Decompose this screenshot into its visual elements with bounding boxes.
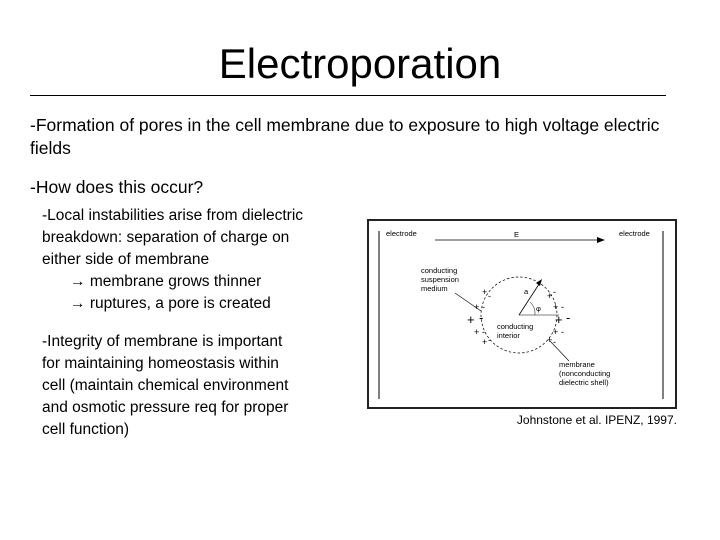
minus-charge: - (566, 310, 570, 325)
minus-charge: - (482, 302, 485, 312)
minus-charge: - (488, 335, 491, 345)
text-line: for maintaining homeostasis within (42, 355, 279, 372)
bullet-how-does-this-occur: -How does this occur? (30, 177, 204, 197)
radius-arrow-head (536, 279, 542, 286)
membrane-label-line: (nonconducting (559, 369, 610, 378)
plus-charge: + (482, 337, 487, 347)
interior-label-line: conducting (497, 322, 533, 331)
minus-charge: - (553, 287, 556, 297)
right-arrow-icon: → (70, 273, 86, 290)
text-line: cell (maintain chemical environment (42, 377, 289, 394)
step-text: ruptures, a pore is created (89, 295, 271, 312)
electroporation-figure: electrode electrode E conducting suspens… (367, 219, 677, 409)
minus-charge: - (561, 327, 564, 337)
minus-charge: - (479, 310, 483, 325)
text-line: either side of membrane (42, 251, 210, 268)
step-pore-created: → ruptures, a pore is created (42, 293, 362, 315)
medium-pointer (454, 292, 482, 312)
medium-label-line: medium (421, 284, 448, 293)
plus-charge: + (482, 287, 487, 297)
minus-charge: - (561, 302, 564, 312)
plus-charge: + (547, 335, 552, 345)
slide-title: Electroporation (218, 40, 502, 87)
figure-diagram: electrode electrode E conducting suspens… (378, 229, 664, 399)
membrane-pointer (549, 340, 570, 362)
text-line: cell function) (42, 421, 130, 438)
plus-charge: + (553, 327, 558, 337)
medium-label-line: conducting (421, 266, 457, 275)
text-line: breakdown: separation of charge on (42, 229, 290, 246)
plus-charge: + (474, 327, 479, 337)
field-label: E (514, 230, 519, 239)
minus-charge: - (488, 291, 491, 301)
bullet-formation-of-pores: -Formation of pores in the cell membrane… (30, 115, 660, 158)
right-arrow-icon: → (70, 295, 86, 312)
radius-label: a (524, 287, 529, 296)
sub-bullet-membrane-integrity: -Integrity of membrane is important for … (42, 331, 362, 441)
text-line: -Integrity of membrane is important (42, 333, 283, 350)
step-text: membrane grows thinner (89, 273, 262, 290)
interior-label-line: interior (497, 331, 520, 340)
field-arrow-head (597, 237, 605, 243)
title-divider (30, 95, 666, 96)
angle-label: φ (536, 304, 541, 313)
plus-charge: + (474, 302, 479, 312)
membrane-label-line: membrane (559, 360, 595, 369)
figure-caption: Johnstone et al. IPENZ, 1997. (516, 413, 677, 427)
text-line: and osmotic pressure req for proper (42, 399, 289, 416)
right-electrode-label: electrode (619, 229, 650, 238)
minus-charge: - (482, 327, 485, 337)
step-membrane-thinner: → membrane grows thinner (42, 271, 362, 293)
plus-charge: + (553, 302, 558, 312)
plus-charge: + (547, 291, 552, 301)
plus-charge: + (467, 312, 475, 327)
plus-charge: + (555, 312, 563, 327)
medium-label-line: suspension (421, 275, 459, 284)
radius-line (518, 280, 542, 316)
text-line: -Local instabilities arise from dielectr… (42, 207, 304, 224)
minus-charge: - (553, 337, 556, 347)
left-electrode-label: electrode (386, 229, 417, 238)
sub-bullet-local-instabilities: -Local instabilities arise from dielectr… (42, 205, 362, 315)
angle-arc (529, 301, 536, 316)
membrane-label-line: dielectric shell) (559, 378, 609, 387)
